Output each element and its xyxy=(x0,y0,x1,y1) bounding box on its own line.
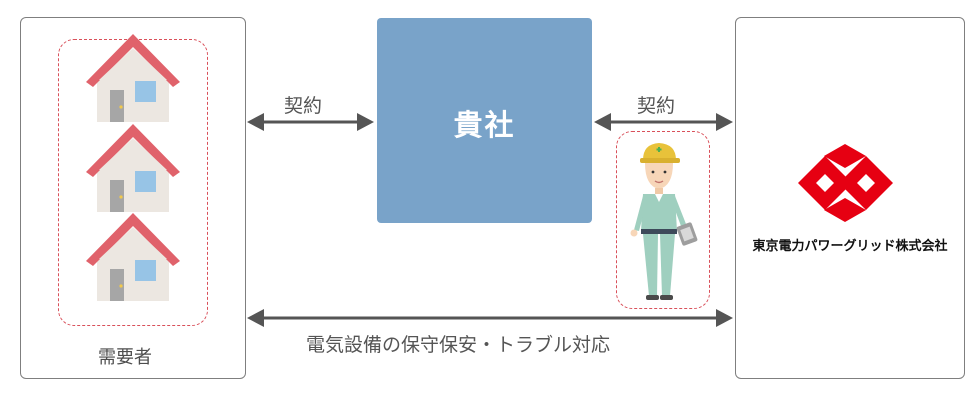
consumer-label: 需要者 xyxy=(98,347,152,368)
worker-icon xyxy=(630,143,698,300)
contract-label-right: 契約 xyxy=(637,95,676,117)
arrow-consumer-utility xyxy=(247,309,733,327)
utility-name: 東京電力パワーグリッド株式会社 xyxy=(752,239,948,254)
house-icon xyxy=(86,213,180,301)
company-label: 貴社 xyxy=(453,107,516,142)
arrow-company-utility xyxy=(594,113,733,131)
contract-label-left: 契約 xyxy=(284,95,323,117)
maintenance-label: 電気設備の保守保安・トラブル対応 xyxy=(306,334,611,356)
worker-group-outline xyxy=(616,131,710,309)
utility-logo-icon xyxy=(798,144,893,222)
arrow-consumer-company xyxy=(247,113,374,131)
utility-panel xyxy=(735,17,965,379)
company-box: 貴社 xyxy=(377,18,592,223)
house-icon xyxy=(86,34,180,122)
house-icon xyxy=(86,124,180,212)
